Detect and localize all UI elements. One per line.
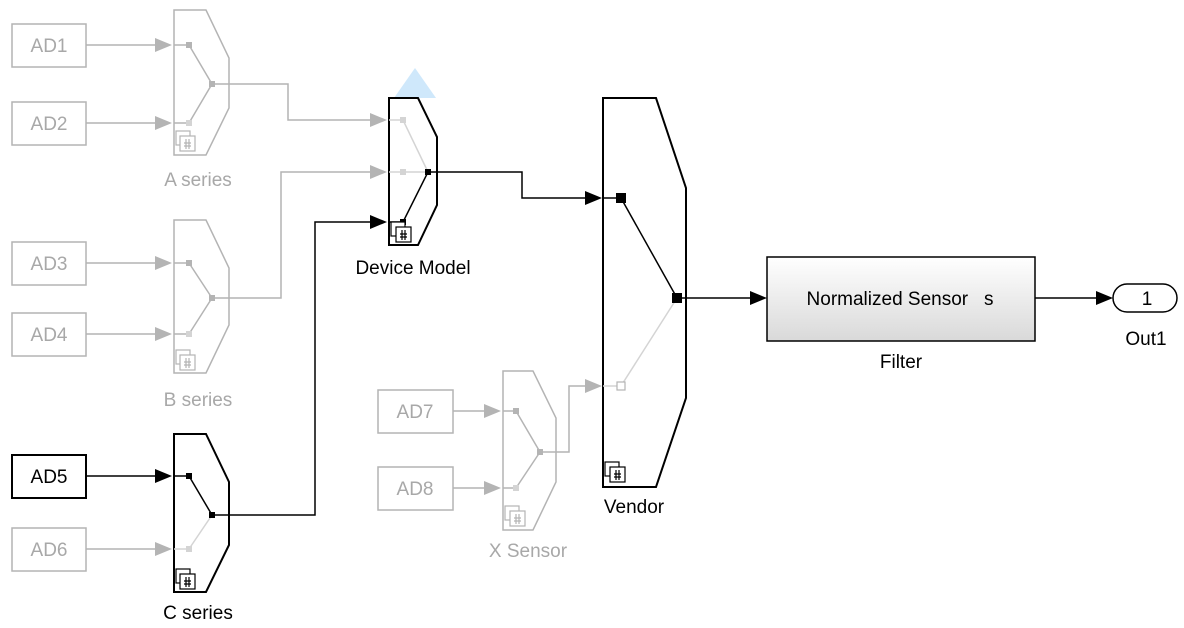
signal-line-c-to-device[interactable] (229, 221, 370, 516)
signal-line-x-to-vendor[interactable] (556, 385, 585, 453)
inport-label: AD8 (397, 479, 434, 500)
inport-label: AD5 (31, 467, 68, 488)
filter-block-text: Normalized Sensor s (807, 289, 994, 310)
arrowhead-icon (370, 165, 387, 179)
arrowhead-icon (370, 113, 387, 127)
outport-label: Out1 (1125, 329, 1166, 350)
arrowhead-icon (155, 327, 172, 341)
inport-ad7[interactable]: AD7 (377, 389, 454, 434)
variant-subsystem-icon (175, 349, 196, 371)
arrowhead-icon (1096, 291, 1113, 305)
subsystem-label-c-series: C series (163, 603, 233, 623)
variant-subsystem-icon (175, 568, 196, 590)
signal-line-a-to-device[interactable] (229, 83, 370, 121)
arrowhead-icon (155, 256, 172, 270)
arrowhead-icon (155, 116, 172, 130)
arrowhead-icon (370, 215, 387, 229)
inport-label: AD3 (31, 254, 68, 275)
inport-ad5[interactable]: AD5 (11, 454, 87, 499)
variant-subsystem-a-series[interactable] (173, 9, 230, 156)
inport-ad3[interactable]: AD3 (11, 241, 87, 286)
inport-label: AD6 (31, 540, 68, 561)
variant-subsystem-vendor[interactable] (602, 97, 687, 488)
filter-block[interactable]: Normalized Sensor s (766, 256, 1036, 342)
arrowhead-icon (484, 481, 501, 495)
outport-number: 1 (1142, 289, 1153, 310)
variant-subsystem-x-sensor[interactable] (502, 370, 557, 531)
arrowhead-icon (484, 404, 501, 418)
inport-label: AD2 (31, 114, 68, 135)
signal-line-device-to-vendor[interactable] (437, 171, 585, 199)
inport-ad8[interactable]: AD8 (377, 466, 454, 511)
variant-subsystem-icon (390, 221, 412, 243)
subsystem-label-a-series: A series (164, 170, 232, 191)
selection-highlight (394, 68, 436, 98)
arrowhead-icon (585, 191, 602, 205)
inport-label: AD1 (31, 36, 68, 57)
arrowhead-icon (155, 38, 172, 52)
subsystem-label-vendor: Vendor (604, 497, 665, 518)
arrowhead-icon (585, 379, 602, 393)
variant-subsystem-icon (504, 505, 526, 527)
outport-out1[interactable]: 1 (1112, 283, 1178, 313)
variant-subsystem-device-model[interactable] (388, 97, 438, 246)
arrowhead-icon (750, 291, 767, 305)
inport-ad6[interactable]: AD6 (11, 527, 87, 572)
variant-subsystem-b-series[interactable] (173, 219, 230, 374)
subsystem-label-device-model: Device Model (355, 258, 470, 279)
arrowhead-icon (155, 469, 172, 483)
inport-label: AD4 (31, 325, 68, 346)
inport-ad2[interactable]: AD2 (11, 101, 87, 146)
signal-line-b-to-device[interactable] (229, 171, 370, 299)
variant-subsystem-icon (175, 130, 196, 152)
inport-ad4[interactable]: AD4 (11, 312, 87, 357)
arrowhead-icon (155, 542, 172, 556)
filter-block-label: Filter (880, 352, 923, 373)
variant-subsystem-icon (604, 461, 626, 483)
subsystem-label-b-series: B series (164, 390, 233, 411)
variant-subsystem-c-series[interactable] (173, 433, 230, 593)
inport-ad1[interactable]: AD1 (11, 23, 87, 68)
subsystem-label-x-sensor: X Sensor (489, 541, 568, 562)
inport-label: AD7 (397, 402, 434, 423)
